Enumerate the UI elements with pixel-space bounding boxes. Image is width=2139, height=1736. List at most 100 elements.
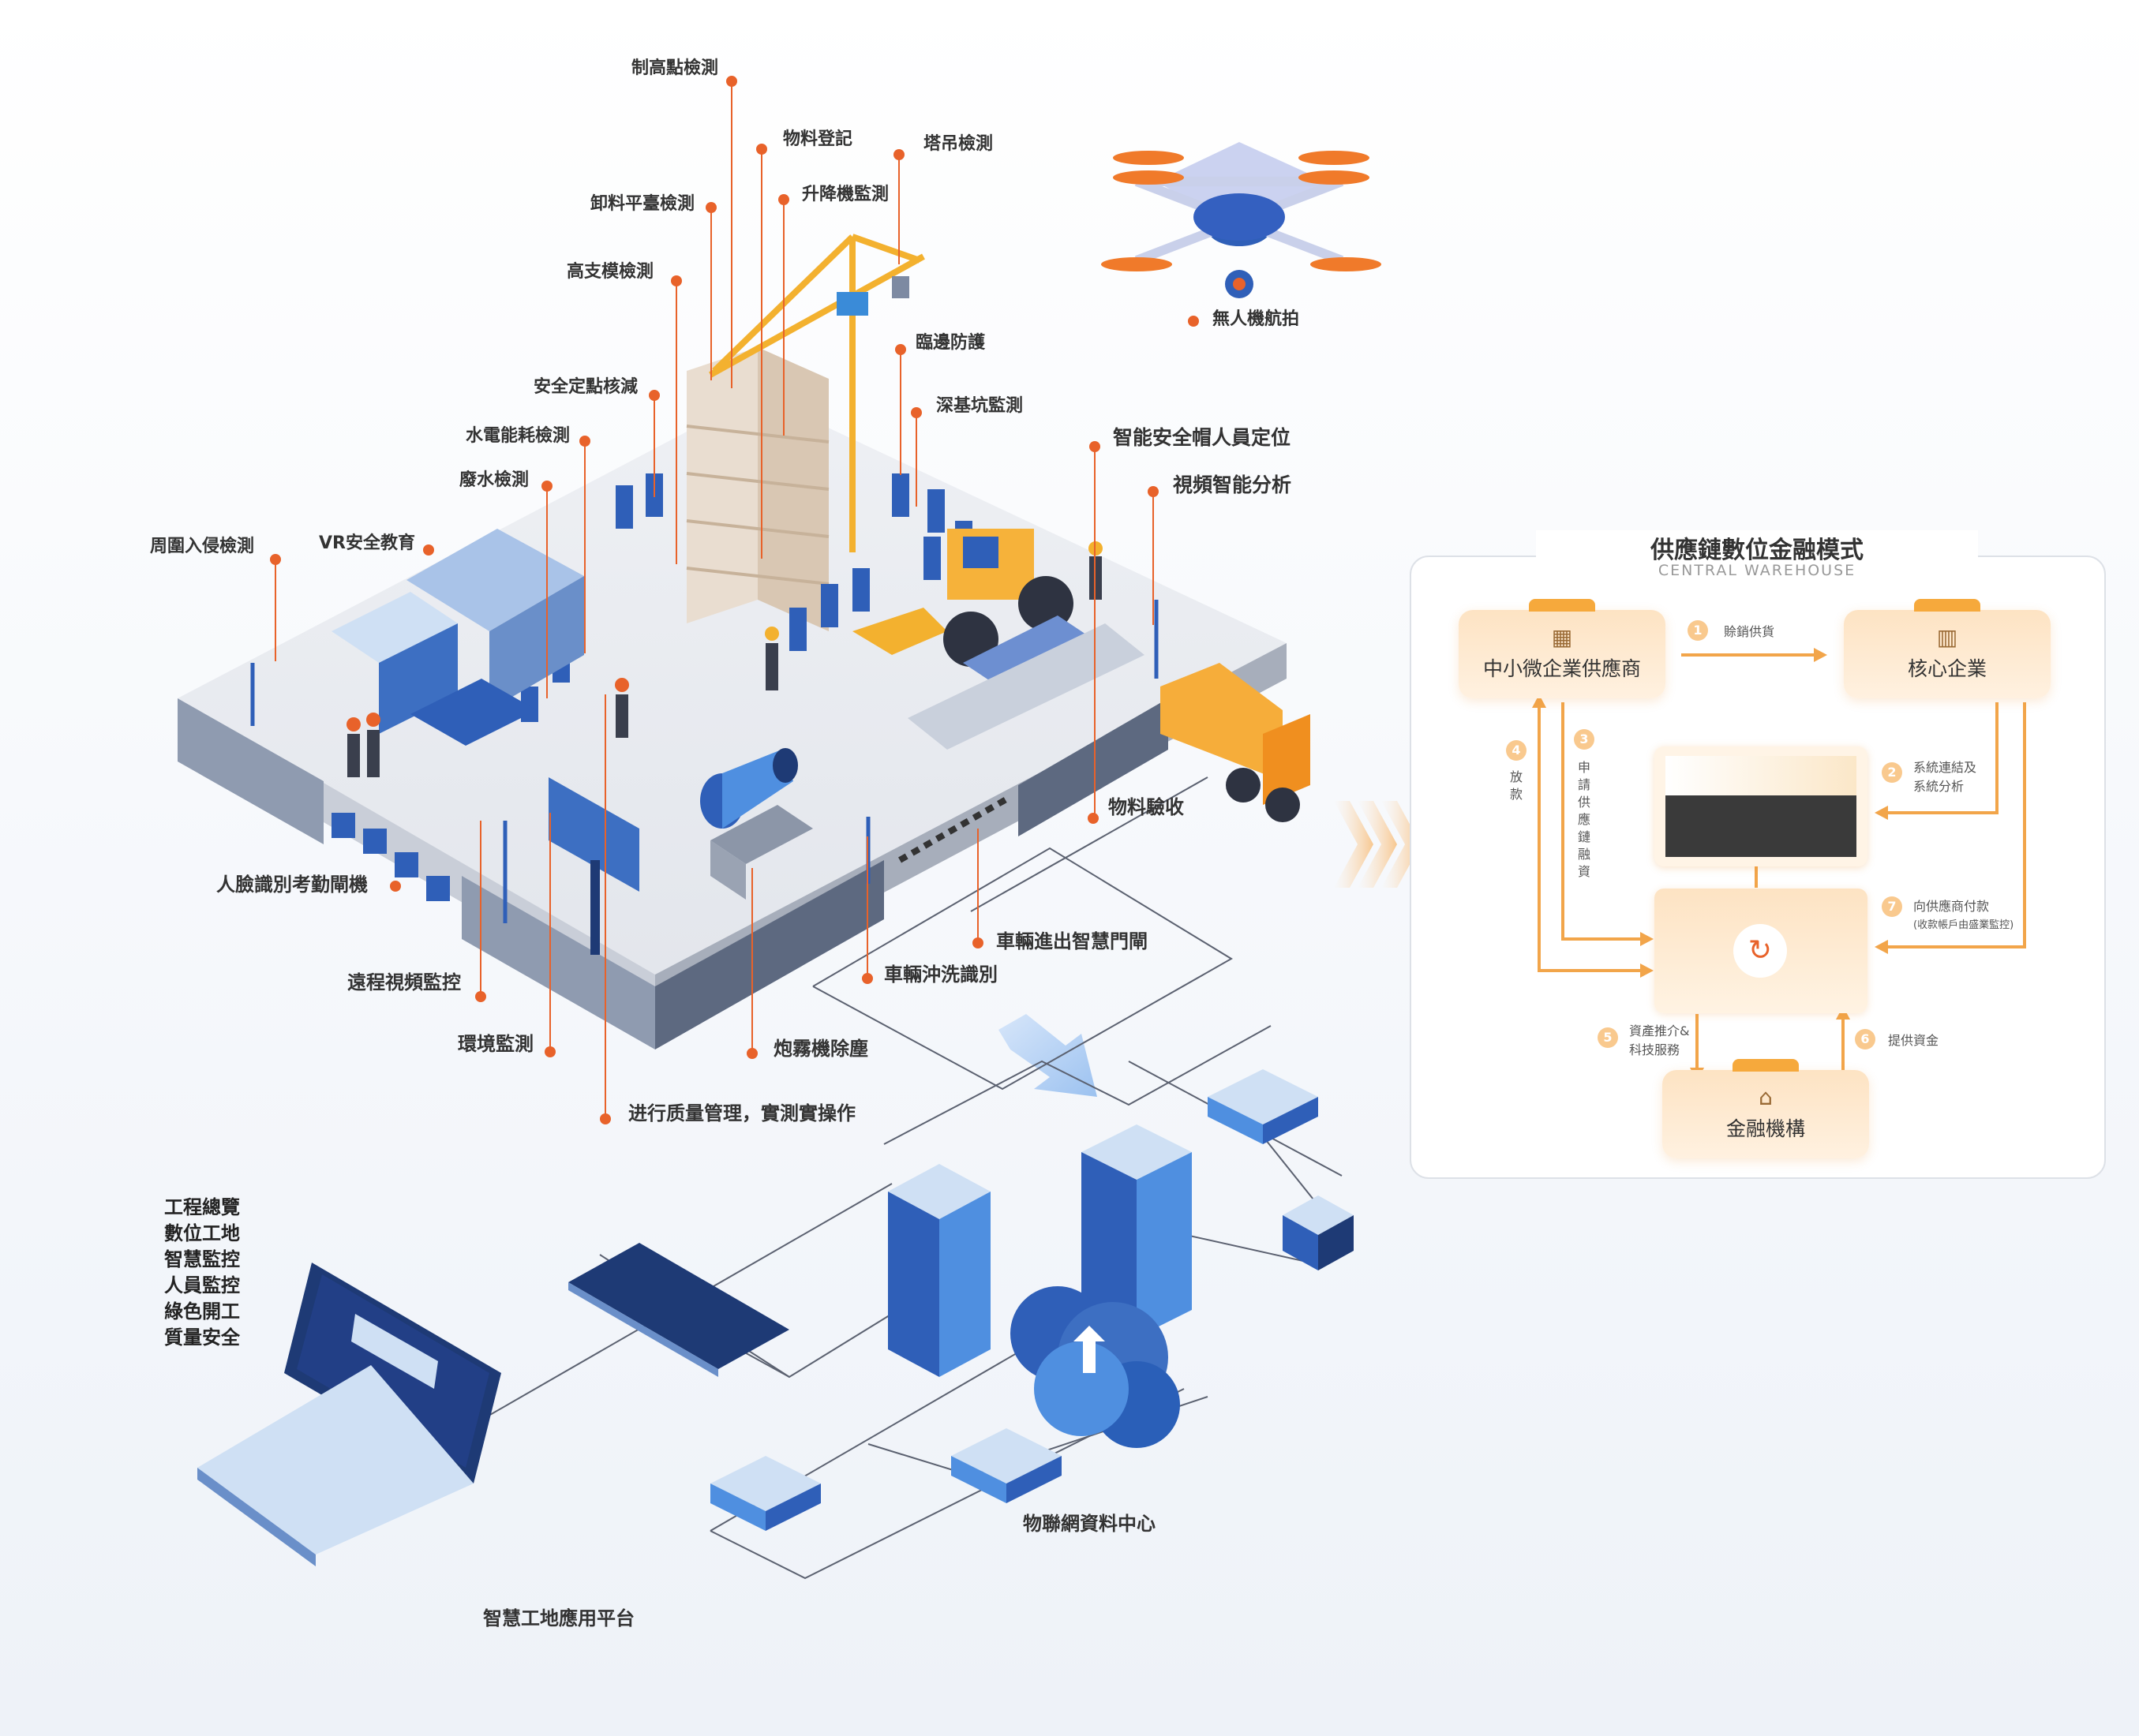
marker-dot <box>545 1046 556 1057</box>
step-num-5: 5 <box>1598 1027 1618 1048</box>
label-video-ai: 視頻智能分析 <box>1173 473 1292 496</box>
leader-line <box>549 813 551 1049</box>
leader-line <box>916 412 917 507</box>
leader-line <box>898 154 900 264</box>
platform-title: 智慧工地應用平台 <box>483 1607 635 1629</box>
box-tab <box>1733 1059 1799 1072</box>
label-vr-edu: VR安全教育 <box>319 533 415 553</box>
label-deep-pit: 深基坑監測 <box>936 396 1024 416</box>
vr-building <box>332 529 584 746</box>
leader-line <box>900 349 901 475</box>
leader-line <box>654 395 655 497</box>
leader-line <box>480 821 481 994</box>
server-1 <box>888 1164 991 1377</box>
phone <box>568 1243 789 1377</box>
leader-line <box>1094 687 1096 813</box>
marker-dot <box>893 149 905 160</box>
marker-dot <box>911 407 922 418</box>
bank-icon: ⌂ <box>1759 1084 1773 1110</box>
building <box>686 347 830 631</box>
hub-card: ↻ <box>1654 889 1867 1013</box>
laptop <box>197 1263 501 1566</box>
step-num-4: 4 <box>1506 740 1527 761</box>
leader-line <box>584 440 586 653</box>
screen-content <box>1665 756 1856 857</box>
platform-menu-item: 智慧監控 <box>164 1248 240 1270</box>
leader-line <box>751 868 753 1049</box>
leader-line <box>546 485 548 698</box>
label-edge-protection: 臨邊防護 <box>916 333 986 353</box>
bank-box: ⌂ 金融機構 <box>1662 1059 1869 1158</box>
marker-dot <box>726 76 737 87</box>
label-tower-crane: 塔吊檢測 <box>923 134 994 154</box>
step-4-label: 放款 <box>1509 769 1523 802</box>
step-num-6: 6 <box>1855 1029 1875 1049</box>
step-1-label: 賒銷供貨 <box>1724 624 1775 639</box>
leader-line <box>783 199 785 436</box>
step-2a-label: 系統連結及 <box>1913 760 1977 775</box>
label-material-register: 物料登記 <box>783 129 853 149</box>
step-num-3: 3 <box>1574 729 1594 750</box>
steel-stack <box>908 615 1144 750</box>
dump-truck <box>1160 663 1310 822</box>
drone <box>1101 142 1381 298</box>
finance-subtitle: CENTRAL WAREHOUSE <box>1658 562 1856 579</box>
marker-dot <box>972 937 983 948</box>
label-fog-cannon: 炮霧機除塵 <box>774 1038 868 1060</box>
marker-dot <box>579 436 590 447</box>
label-environment: 環境監測 <box>458 1033 534 1055</box>
step-6-label: 提供資金 <box>1888 1033 1939 1048</box>
marker-dot <box>1148 486 1159 497</box>
finance-title: 供應鏈數位金融模式 <box>1536 530 1978 565</box>
marker-dot <box>390 881 401 892</box>
leader-line <box>676 280 677 564</box>
marker-dot <box>747 1048 758 1059</box>
marker-dot <box>1088 813 1099 824</box>
leader-line <box>761 148 762 559</box>
step-num-7: 7 <box>1882 896 1902 917</box>
sme-label: 中小微企業供應商 <box>1482 657 1641 680</box>
leader-line <box>605 694 606 1117</box>
core-box: ▥ 核心企業 <box>1844 599 2051 698</box>
leader-line <box>710 207 712 380</box>
leader-line <box>867 836 868 978</box>
bank-label: 金融機構 <box>1725 1117 1805 1140</box>
sme-box: ▦ 中小微企業供應商 <box>1459 599 1665 698</box>
label-material-check: 物料驗收 <box>1108 796 1184 818</box>
label-drone: 無人機航拍 <box>1212 309 1300 329</box>
box-tab <box>1914 599 1980 612</box>
platform-menu-item: 人員監控 <box>164 1274 240 1296</box>
label-smart-helmet: 智能安全帽人員定位 <box>1113 426 1291 449</box>
billboard <box>549 777 639 955</box>
iot-devices <box>710 1069 1354 1531</box>
label-vehicle-wash: 車輛沖洗識別 <box>884 963 998 986</box>
step-5b-label: 科技服務 <box>1629 1042 1680 1057</box>
building-icon: ▥ <box>1936 624 1958 650</box>
screen-dark-band <box>1665 795 1856 857</box>
marker-dot <box>756 144 767 155</box>
marker-dot <box>541 481 553 492</box>
leader-line <box>275 559 276 661</box>
label-lift-monitor: 升降機監測 <box>802 185 890 204</box>
label-water-power: 水電能耗檢測 <box>466 426 571 446</box>
marker-dot <box>1089 441 1100 452</box>
core-label: 核心企業 <box>1907 657 1987 680</box>
marker-dot <box>475 991 486 1002</box>
server-2 <box>1081 1124 1192 1338</box>
hub-logo-icon: ↻ <box>1733 924 1787 978</box>
iot-center-label: 物聯網資料中心 <box>1023 1513 1156 1535</box>
label-unload-platform: 卸料平臺檢測 <box>590 194 695 214</box>
label-waste-water: 廢水檢測 <box>459 470 530 490</box>
store-icon: ▦ <box>1551 624 1573 650</box>
screen-banner <box>1665 756 1856 795</box>
system-screen-card <box>1654 746 1867 866</box>
label-high-formwork: 高支模檢測 <box>567 262 654 282</box>
leader-line <box>1152 491 1154 625</box>
marker-dot <box>706 202 717 213</box>
box-tab <box>1529 599 1595 612</box>
marker-dot <box>895 344 906 355</box>
label-quality: 进行质量管理，實測實操作 <box>628 1102 856 1124</box>
step-2b-label: 系統分析 <box>1913 779 1965 794</box>
